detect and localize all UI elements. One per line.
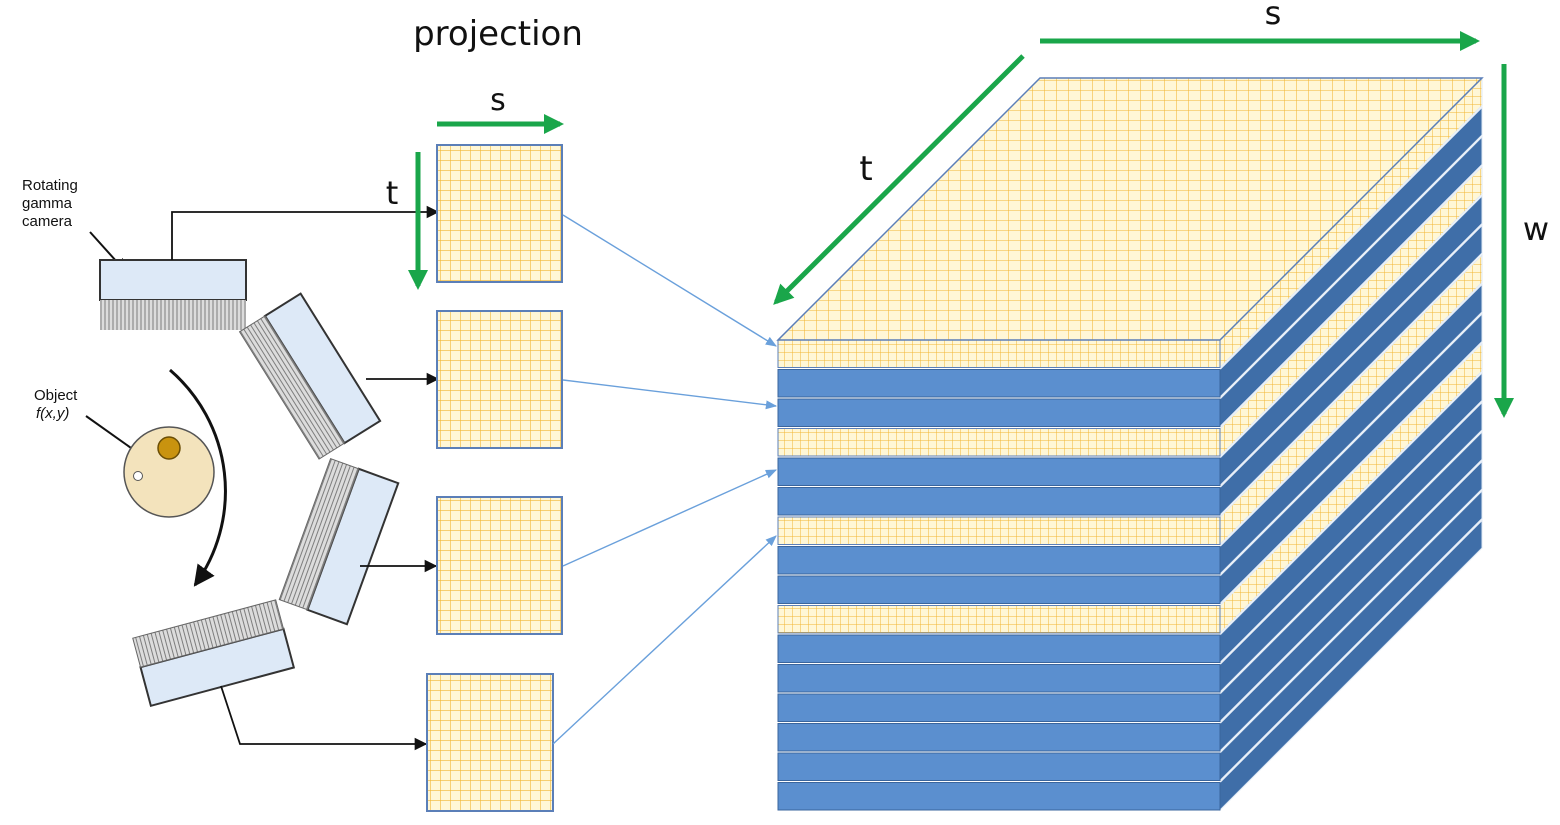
camera-to-projection-1 bbox=[171, 205, 440, 260]
stack-slab-front bbox=[777, 398, 1221, 427]
stack-slab-front bbox=[777, 487, 1221, 516]
stack-slab-front bbox=[777, 546, 1221, 575]
stack-slab-front bbox=[777, 369, 1221, 398]
gamma-camera-icon-2 bbox=[238, 292, 382, 460]
projection-title: projection bbox=[413, 14, 583, 54]
projection-s-label: s bbox=[490, 83, 506, 118]
stack-projection-strip bbox=[777, 516, 1221, 545]
stack-slab-front bbox=[777, 693, 1221, 722]
cube-t-axis-arrow bbox=[773, 54, 1025, 305]
stack-top-face bbox=[776, 77, 1484, 341]
object-label-line-1: Object bbox=[34, 387, 78, 404]
object-label-line-2: f(x,y) bbox=[36, 405, 69, 422]
projection-link-2 bbox=[562, 379, 778, 410]
projection-tile-4 bbox=[426, 673, 554, 812]
stack-slab-front bbox=[777, 575, 1221, 604]
projection-t-label: t bbox=[386, 174, 399, 212]
stack-slab-front bbox=[777, 782, 1221, 811]
object-label: Object f(x,y) bbox=[34, 387, 78, 422]
stack-projection-strip bbox=[777, 428, 1221, 457]
projection-tile-1 bbox=[436, 144, 563, 283]
stack-slab-front bbox=[777, 752, 1221, 781]
projection-tile-2 bbox=[436, 310, 563, 449]
camera-label-line-3: camera bbox=[22, 213, 73, 230]
stack-slab-front bbox=[777, 457, 1221, 486]
projection-tile-3 bbox=[436, 496, 563, 635]
cube-w-label: w bbox=[1523, 210, 1549, 248]
cube-s-label: s bbox=[1265, 0, 1282, 32]
camera-label: Rotating gamma camera bbox=[22, 177, 78, 230]
stack-projection-strip bbox=[777, 339, 1221, 368]
cube-t-label: t bbox=[859, 149, 872, 189]
object-phantom-icon bbox=[123, 426, 215, 518]
gamma-camera-icon-4 bbox=[132, 599, 296, 708]
gamma-camera-icon-3 bbox=[278, 457, 400, 626]
rotation-arrow-icon bbox=[169, 368, 227, 587]
projection-link-4 bbox=[552, 535, 777, 745]
stack-slab-front bbox=[777, 664, 1221, 693]
projection-stack bbox=[776, 76, 1484, 812]
camera-label-line-1: Rotating bbox=[22, 177, 78, 194]
projection-link-1 bbox=[562, 214, 777, 347]
camera-to-projection-4 bbox=[220, 685, 428, 751]
stack-slab-front bbox=[777, 634, 1221, 663]
stack-slabs bbox=[777, 76, 1483, 812]
stack-projection-strip bbox=[777, 605, 1221, 634]
gamma-camera-icon bbox=[99, 259, 247, 330]
camera-label-line-2: gamma bbox=[22, 195, 73, 212]
stack-slab-front bbox=[777, 723, 1221, 752]
projection-link-3 bbox=[562, 469, 778, 567]
